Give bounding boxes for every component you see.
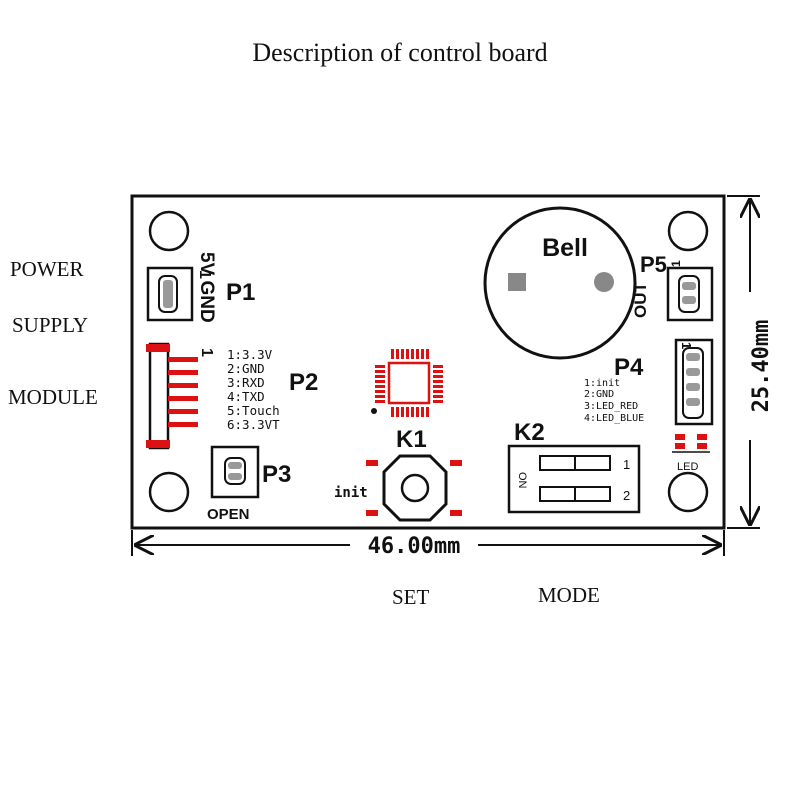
width-value: 46.00mm (368, 534, 461, 559)
k1-button: K1 init (334, 426, 462, 522)
p4-pin-3: 3:LED_RED (584, 401, 638, 412)
k2-dip-switch: ON 1 2 K2 (507, 419, 641, 514)
label-module: MODULE (8, 385, 98, 409)
k2-label: K2 (514, 419, 545, 446)
p5-pin-one: 1 (669, 260, 683, 267)
p2-pin-4: 4:TXD (227, 389, 265, 404)
p2-pin-5: 5:Touch (227, 403, 280, 418)
p5-connector: P5 OUT 1 (631, 252, 714, 322)
p1-label: P1 (226, 279, 255, 306)
p2-pin-3: 3:RXD (227, 375, 265, 390)
mounting-hole-bottom-right (667, 471, 709, 513)
p4-label: P4 (614, 354, 644, 381)
page-title: Description of control board (252, 38, 548, 67)
p4-pin-one: 1 (679, 342, 694, 349)
p2-pin-6: 6:3.3VT (227, 417, 280, 432)
p3-label: P3 (262, 461, 291, 488)
mcu-chip (371, 349, 443, 417)
label-mode: MODE (538, 583, 600, 607)
p5-out-text: OUT (631, 282, 650, 319)
height-value: 25.40mm (749, 320, 774, 413)
led-indicator: LED (672, 434, 710, 473)
mounting-hole-top-right (667, 210, 709, 252)
p2-pin-2: 2:GND (227, 361, 265, 376)
p2-connector: 1 1:3.3V 2:GND 3:RXD 4:TXD 5:Touch 6:3.3… (146, 342, 318, 450)
p1-connector: 1 5V GND P1 (146, 252, 255, 323)
p1-pins-text: 5V GND (196, 252, 217, 323)
label-set: SET (392, 585, 430, 609)
k1-init-text: init (334, 485, 368, 501)
k2-switch-1: 1 (623, 457, 630, 472)
k2-switch-2: 2 (623, 488, 630, 503)
p2-pin-one: 1 (198, 348, 215, 357)
p4-pin-2: 2:GND (584, 389, 614, 400)
p3-open-text: OPEN (207, 506, 250, 523)
k2-on-text: ON (516, 472, 528, 489)
p4-connector: 1 P4 1:init 2:GND 3:LED_RED 4:LED_BLUE (584, 338, 714, 426)
height-dimension: 25.40mm (727, 195, 774, 529)
k1-label: K1 (396, 426, 427, 453)
mounting-hole-top-left (148, 210, 190, 252)
bell-label: Bell (542, 234, 588, 262)
label-supply: SUPPLY (12, 313, 89, 337)
p4-pin-4: 4:LED_BLUE (584, 413, 644, 424)
p3-connector: P3 OPEN (207, 445, 291, 523)
p1-pin-one: 1 (196, 270, 213, 279)
width-dimension: 46.00mm (131, 530, 725, 559)
p4-pin-1: 1:init (584, 378, 620, 389)
mounting-hole-bottom-left (148, 471, 190, 513)
p2-label: P2 (289, 369, 318, 396)
bell-buzzer: Bell (483, 206, 637, 360)
p2-pin-1: 1:3.3V (227, 347, 273, 362)
led-label: LED (677, 461, 698, 473)
p5-label: P5 (640, 252, 667, 277)
label-power: POWER (10, 257, 84, 281)
